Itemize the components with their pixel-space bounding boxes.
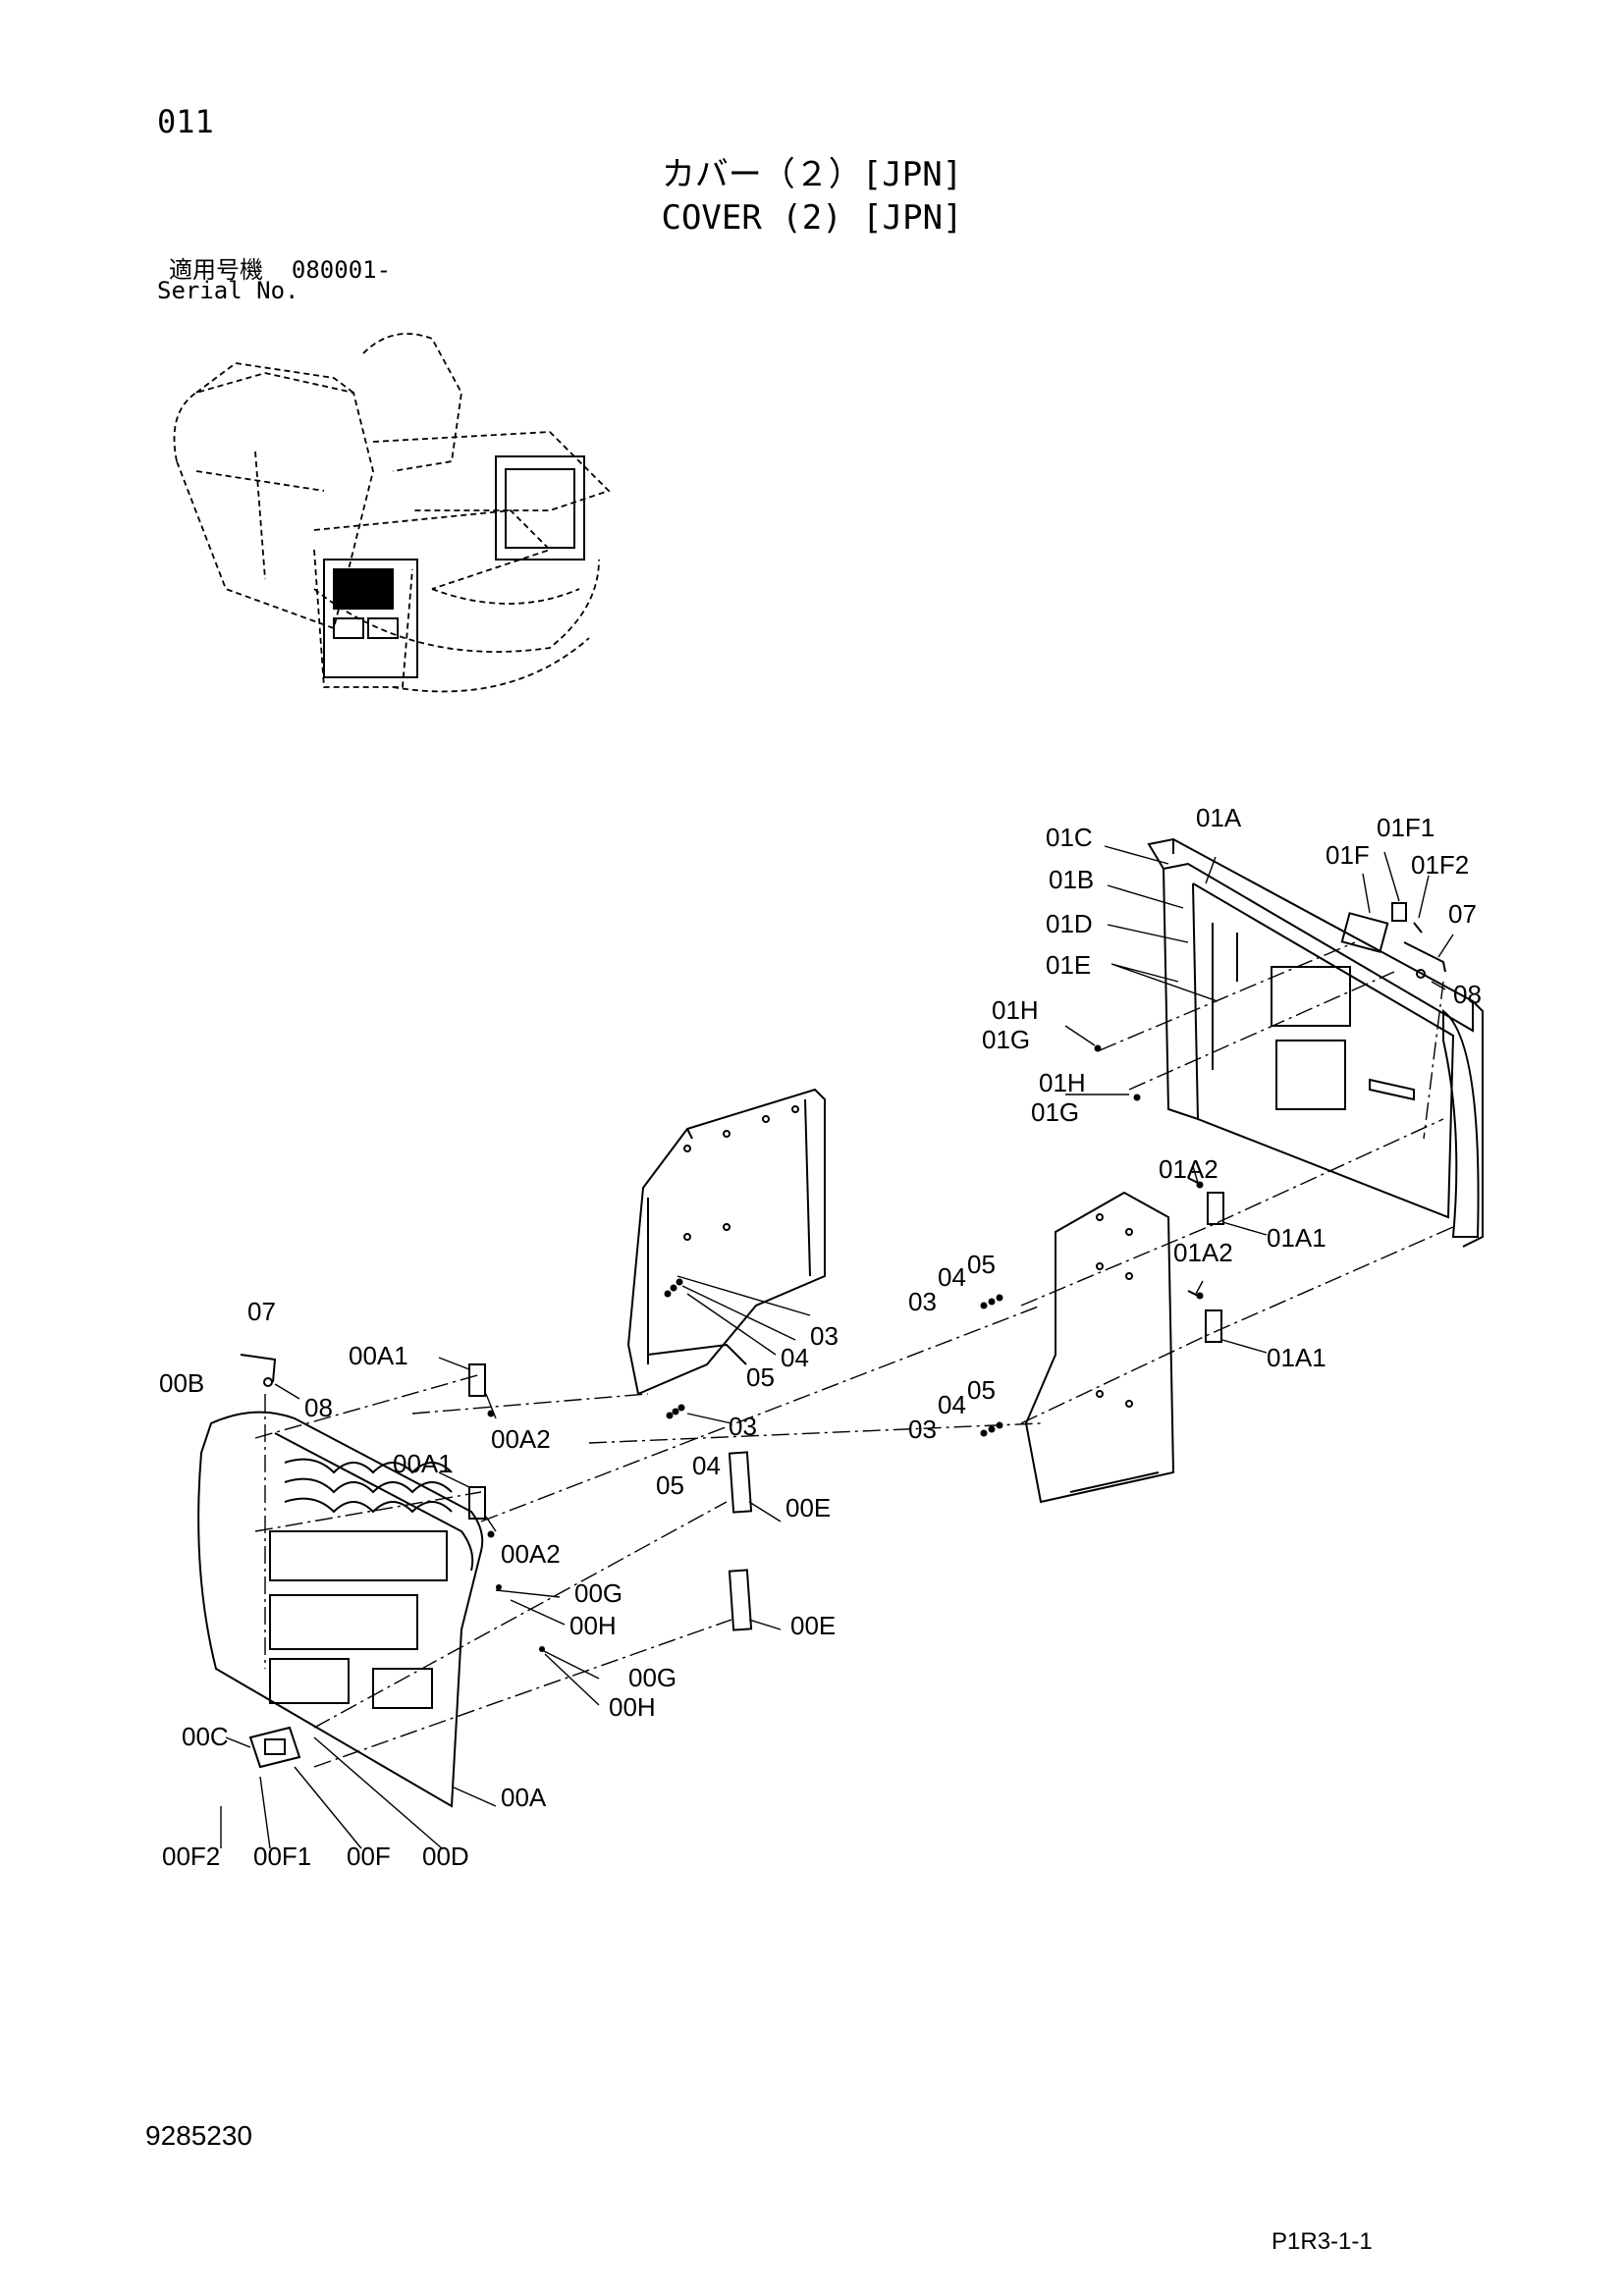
callout-01D: 01D [1046, 909, 1093, 938]
callout-00F: 00F [347, 1842, 391, 1871]
callout-00H-lower: 00H [609, 1692, 656, 1722]
callout-01A1-upper: 01A1 [1267, 1223, 1326, 1253]
cover-panel-01A [1147, 837, 1484, 1248]
bracket-00A1 [468, 1363, 486, 1520]
callout-01G-upper: 01G [982, 1025, 1030, 1054]
callout-01A: 01A [1196, 803, 1242, 832]
fastener-hardware [487, 1044, 1204, 1652]
callout-01H-lower: 01H [1039, 1068, 1086, 1097]
latch-01F [1340, 902, 1446, 979]
callout-00F1: 00F1 [253, 1842, 311, 1871]
callout-00G-upper: 00G [574, 1578, 623, 1608]
callout-01G-lower: 01G [1031, 1097, 1079, 1127]
callout-04-right-lower: 04 [938, 1390, 966, 1419]
handle-07-left [240, 1354, 277, 1387]
machine-overview-highlight-parts [323, 455, 585, 678]
callout-03-right-lower: 03 [908, 1415, 937, 1444]
reference-code: P1R3-1-1 [1272, 2228, 1373, 2255]
callout-01F2: 01F2 [1411, 850, 1469, 880]
callout-01F1: 01F1 [1377, 813, 1435, 842]
callout-01A2-upper: 01A2 [1159, 1154, 1218, 1184]
serial-label-japanese: 適用号機 [169, 256, 263, 284]
cover-panel-00A [197, 1411, 484, 1808]
callout-05-middle-lower: 05 [656, 1470, 684, 1500]
leader-lines [220, 845, 1454, 1849]
callout-07-right: 07 [1448, 899, 1477, 929]
callout-07-left: 07 [247, 1297, 276, 1326]
callout-08-right: 08 [1453, 980, 1482, 1009]
callout-00A1-lower: 00A1 [393, 1449, 453, 1478]
serial-applicability: 適用号機 080001- [169, 250, 391, 285]
callout-01E: 01E [1046, 950, 1091, 980]
callout-00B: 00B [159, 1368, 204, 1398]
callout-01H-upper: 01H [992, 995, 1039, 1025]
machine-overview-illustration [173, 333, 611, 693]
callout-08-left: 08 [304, 1393, 333, 1422]
callout-01F: 01F [1326, 840, 1370, 870]
callout-00E-lower: 00E [790, 1611, 836, 1640]
callout-04-middle-upper: 04 [781, 1343, 809, 1372]
serial-label-english: Serial No. [157, 277, 299, 304]
callout-03-right-upper: 03 [908, 1287, 937, 1316]
page-title-japanese: カバー（２）[JPN] [661, 155, 963, 194]
callout-00D: 00D [422, 1842, 469, 1871]
callout-01A2-lower: 01A2 [1173, 1238, 1233, 1267]
strip-00E [728, 1451, 753, 1631]
bracket-01A1 [1187, 1177, 1224, 1343]
callout-05-middle-upper: 05 [746, 1362, 775, 1392]
callout-00H-upper: 00H [569, 1611, 617, 1640]
inner-panel-right [1024, 1191, 1175, 1504]
inner-panel-middle [626, 1088, 826, 1396]
callout-01C: 01C [1046, 823, 1093, 852]
callout-00A2-upper: 00A2 [491, 1424, 551, 1454]
callout-04-middle-lower: 04 [692, 1451, 721, 1480]
callout-04-right-upper: 04 [938, 1262, 966, 1292]
callout-00E-upper: 00E [785, 1493, 831, 1522]
callout-00A2-lower: 00A2 [501, 1539, 561, 1569]
callout-00G-lower: 00G [628, 1663, 677, 1692]
callout-05-right-upper: 05 [967, 1250, 996, 1279]
page-title-english: COVER (2) [JPN] [661, 198, 963, 238]
callout-03-middle-lower: 03 [729, 1412, 757, 1441]
document-number: 9285230 [145, 2120, 253, 2151]
part-callout-labels: 01C 01A 01F1 01F 01F2 01B 07 01D 01E 08 … [159, 803, 1482, 1871]
serial-value: 080001- [291, 256, 392, 284]
assembly-lines [254, 941, 1454, 1768]
callout-00A: 00A [501, 1783, 547, 1812]
callout-01A1-lower: 01A1 [1267, 1343, 1326, 1372]
callout-00C: 00C [182, 1722, 229, 1751]
callout-00F2: 00F2 [162, 1842, 220, 1871]
page-number: 011 [157, 103, 214, 140]
callout-01B: 01B [1049, 865, 1094, 894]
callout-00A1-upper: 00A1 [349, 1341, 408, 1370]
callout-05-right-lower: 05 [967, 1375, 996, 1405]
callout-03-middle-upper: 03 [810, 1321, 839, 1351]
